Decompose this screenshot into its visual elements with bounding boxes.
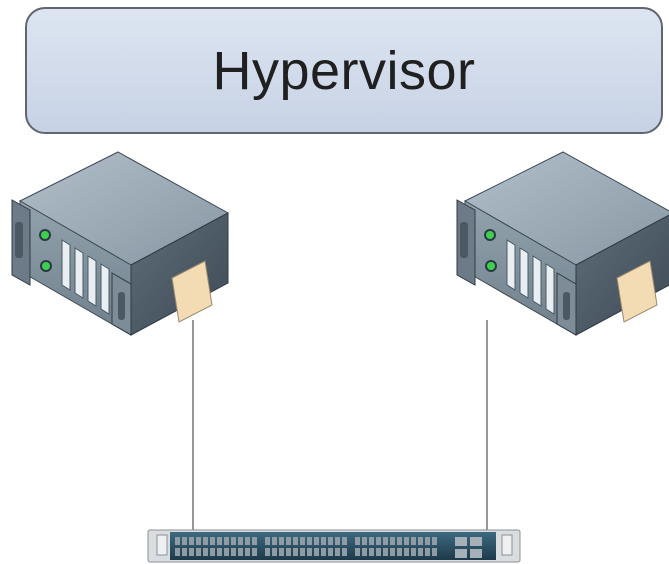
- hypervisor-label: Hypervisor: [212, 40, 476, 101]
- switch-port: [411, 548, 416, 556]
- switch-port: [238, 548, 243, 556]
- switch-port: [217, 548, 222, 556]
- switch-port: [432, 548, 437, 556]
- switch-port: [272, 548, 277, 556]
- switch-port: [210, 537, 215, 545]
- switch-port: [376, 537, 381, 545]
- switch-port: [245, 548, 250, 556]
- switch-port: [404, 537, 409, 545]
- switch-port: [217, 537, 222, 545]
- switch-port: [196, 537, 201, 545]
- switch-port: [369, 548, 374, 556]
- switch-port: [252, 537, 257, 545]
- hypervisor-box: Hypervisor: [25, 7, 663, 134]
- switch-port: [196, 548, 201, 556]
- switch-port: [175, 537, 180, 545]
- switch-port: [189, 537, 194, 545]
- switch-port: [293, 548, 298, 556]
- switch-port: [355, 537, 360, 545]
- network-switch-icon: [147, 529, 521, 563]
- switch-port: [265, 548, 270, 556]
- switch-port: [376, 548, 381, 556]
- switch-port: [245, 537, 250, 545]
- switch-port: [300, 548, 305, 556]
- switch-port: [432, 537, 437, 545]
- switch-port: [307, 548, 312, 556]
- switch-port: [342, 548, 347, 556]
- switch-port: [224, 537, 229, 545]
- switch-port: [224, 548, 229, 556]
- switch-port: [383, 537, 388, 545]
- switch-port: [362, 537, 367, 545]
- switch-port: [279, 537, 284, 545]
- switch-port: [286, 537, 291, 545]
- switch-port: [328, 537, 333, 545]
- switch-port: [397, 548, 402, 556]
- switch-port: [252, 548, 257, 556]
- switch-port: [418, 548, 423, 556]
- switch-port: [335, 548, 340, 556]
- switch-port: [293, 537, 298, 545]
- switch-port: [321, 537, 326, 545]
- switch-port: [418, 537, 423, 545]
- switch-port: [397, 537, 402, 545]
- switch-port: [411, 537, 416, 545]
- switch-port: [425, 548, 430, 556]
- switch-port: [404, 548, 409, 556]
- switch-port: [203, 537, 208, 545]
- server-icon: [456, 151, 669, 336]
- switch-port: [355, 548, 360, 556]
- switch-port: [390, 548, 395, 556]
- switch-port: [369, 537, 374, 545]
- switch-port: [321, 548, 326, 556]
- switch-port: [182, 548, 187, 556]
- switch-port: [175, 548, 180, 556]
- switch-port: [279, 548, 284, 556]
- switch-port: [265, 537, 270, 545]
- switch-port: [362, 548, 367, 556]
- switch-port: [335, 537, 340, 545]
- switch-port: [231, 537, 236, 545]
- switch-port: [314, 537, 319, 545]
- switch-port: [182, 537, 187, 545]
- switch-port: [231, 548, 236, 556]
- switch-port: [390, 537, 395, 545]
- switch-port: [328, 548, 333, 556]
- switch-port: [210, 548, 215, 556]
- server-icon: [11, 151, 229, 336]
- switch-port: [383, 548, 388, 556]
- switch-port: [272, 537, 277, 545]
- switch-port: [203, 548, 208, 556]
- switch-port: [286, 548, 291, 556]
- switch-port: [314, 548, 319, 556]
- switch-port: [238, 537, 243, 545]
- switch-port: [425, 537, 430, 545]
- switch-port: [189, 548, 194, 556]
- switch-port: [300, 537, 305, 545]
- switch-port: [342, 537, 347, 545]
- switch-port: [307, 537, 312, 545]
